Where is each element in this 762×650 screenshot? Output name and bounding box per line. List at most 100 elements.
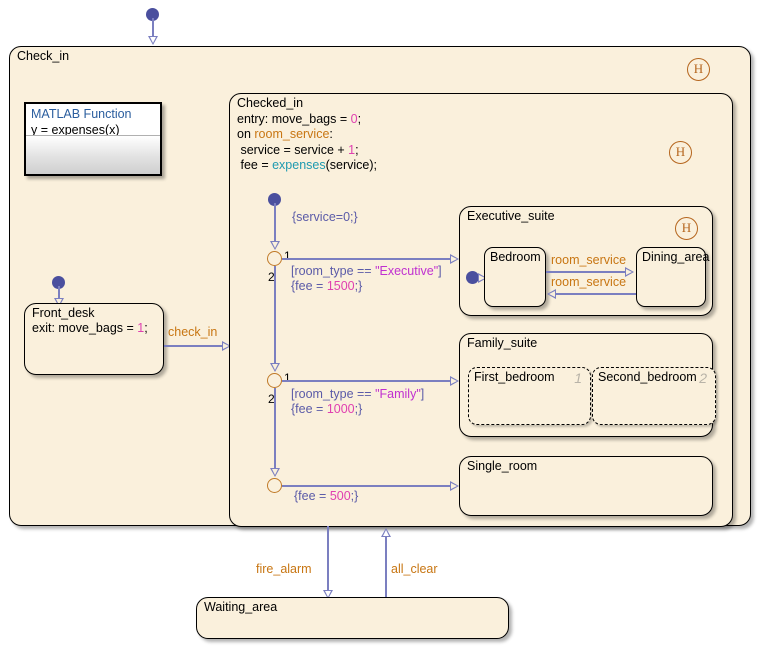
executive-action-value: 1500 xyxy=(326,279,355,293)
state-bedroom[interactable]: Bedroom xyxy=(484,247,546,307)
transition-line-fire-alarm[interactable] xyxy=(327,526,329,594)
state-single-room-label: Single_room xyxy=(467,459,538,473)
transition-line-family-to-single[interactable] xyxy=(274,388,276,472)
junction-family[interactable] xyxy=(267,373,282,388)
history-junction-executive-suite[interactable]: H xyxy=(675,217,698,240)
transition-line-executive-to-family[interactable] xyxy=(274,266,276,367)
state-checked-in-entry-suffix: ; xyxy=(357,111,362,126)
state-front-desk-action-suffix: ; xyxy=(144,321,148,335)
default-transition-dot-bedroom[interactable] xyxy=(466,271,479,284)
junction-single-room[interactable] xyxy=(267,478,282,493)
state-first-bedroom-label: First_bedroom xyxy=(474,370,555,384)
single-action-value: 500 xyxy=(329,489,351,503)
family-condition-pre: [room_type == xyxy=(291,387,376,401)
history-junction-checked-in[interactable]: H xyxy=(669,141,692,164)
transition-label-all-clear[interactable]: all_clear xyxy=(391,562,438,576)
state-bedroom-label: Bedroom xyxy=(490,250,541,264)
state-single-room[interactable]: Single_room xyxy=(459,456,713,516)
executive-condition-string: "Executive" xyxy=(375,264,439,278)
transition-label-single-room[interactable]: {fee = 500;} xyxy=(294,489,358,504)
matlab-function-body xyxy=(26,135,160,174)
state-front-desk-action-value: 1 xyxy=(137,321,145,335)
transition-label-default-action[interactable]: {service=0;} xyxy=(292,210,358,224)
transition-line-room-service-out[interactable] xyxy=(546,271,631,273)
family-action-post: ;} xyxy=(354,402,363,416)
transition-label-fire-alarm[interactable]: fire_alarm xyxy=(256,562,312,576)
state-front-desk-name: Front_desk xyxy=(32,306,95,320)
state-checked-in-line3-value: 1 xyxy=(348,142,356,157)
history-junction-check-in[interactable]: H xyxy=(687,58,710,81)
transition-arrowhead-single-junction xyxy=(269,468,280,477)
state-dining-area-label: Dining_area xyxy=(642,250,710,264)
single-action-pre: {fee = xyxy=(294,489,330,503)
state-executive-suite-label: Executive_suite xyxy=(467,209,555,223)
transition-arrowhead-single-room xyxy=(450,480,459,491)
executive-condition-post: ] xyxy=(438,264,442,278)
state-checked-in-on-prefix: on xyxy=(237,127,255,141)
transition-arrowhead-family-junction xyxy=(269,363,280,372)
transition-line-room-service-back[interactable] xyxy=(551,293,636,295)
matlab-function-block[interactable]: MATLAB Function y = expenses(x) xyxy=(24,102,162,176)
state-checked-in-line4-fn: expenses xyxy=(272,158,326,172)
state-dining-area[interactable]: Dining_area xyxy=(636,247,710,307)
transition-line-to-single-room[interactable] xyxy=(282,485,457,487)
transition-arrowhead-family-suite xyxy=(450,375,459,386)
state-waiting-area-label: Waiting_area xyxy=(204,600,278,614)
default-transition-line-checked-in[interactable] xyxy=(274,203,276,245)
transition-line-to-family-suite[interactable] xyxy=(282,380,457,382)
default-transition-arrowhead-check-in xyxy=(147,36,158,45)
state-second-bedroom[interactable]: Second_bedroom 2 xyxy=(592,367,716,425)
junction-executive-branch-2: 2 xyxy=(268,270,275,284)
executive-action-post: ;} xyxy=(354,279,363,293)
state-checked-in-entry-value: 0 xyxy=(350,111,358,126)
transition-line-all-clear[interactable] xyxy=(385,536,387,600)
default-transition-dot-front-desk[interactable] xyxy=(52,276,65,289)
junction-executive-branch-1: 1 xyxy=(284,249,291,263)
transition-arrowhead-fire-alarm xyxy=(322,590,333,599)
family-condition-string: "Family" xyxy=(375,387,421,401)
default-transition-line-check-in[interactable] xyxy=(152,18,154,38)
state-second-bedroom-index: 2 xyxy=(699,370,707,386)
transition-arrowhead-executive-suite xyxy=(450,253,459,264)
executive-action-pre: {fee = xyxy=(291,279,327,293)
state-first-bedroom[interactable]: First_bedroom 1 xyxy=(468,367,591,425)
transition-label-room-service-out[interactable]: room_service xyxy=(551,253,627,267)
state-checked-in-line3-suffix: ; xyxy=(355,142,359,157)
junction-family-branch-2: 2 xyxy=(268,392,275,406)
default-transition-arrowhead-checked-in xyxy=(269,241,280,250)
transition-arrowhead-check-in-event xyxy=(222,340,231,351)
state-waiting-area[interactable]: Waiting_area xyxy=(196,597,509,639)
state-checked-in-line4-prefix: fee = xyxy=(237,158,273,172)
family-condition-post: ] xyxy=(420,387,425,401)
state-checked-in-line3: service = service + xyxy=(237,142,349,157)
state-family-suite-label: Family_suite xyxy=(467,336,538,350)
transition-label-executive[interactable]: [room_type == "Executive"] {fee = 1500;} xyxy=(291,264,442,294)
default-transition-dot-check-in[interactable] xyxy=(146,8,159,21)
default-transition-arrowhead-bedroom xyxy=(478,272,487,283)
transition-arrowhead-room-service-out xyxy=(625,266,634,277)
transition-line-to-executive-suite[interactable] xyxy=(282,258,457,260)
transition-label-family[interactable]: [room_type == "Family"] {fee = 1000;} xyxy=(291,387,424,417)
family-action-value: 1000 xyxy=(326,402,355,416)
transition-arrowhead-room-service-back xyxy=(547,288,556,299)
matlab-function-signature: y = expenses(x) xyxy=(31,123,120,137)
state-front-desk-action-prefix: exit: move_bags = xyxy=(32,321,138,335)
transition-label-room-service-back[interactable]: room_service xyxy=(551,275,627,289)
default-transition-dot-checked-in[interactable] xyxy=(268,193,281,206)
junction-family-branch-1: 1 xyxy=(284,371,291,385)
state-checked-in-on-event: room_service xyxy=(254,127,330,141)
default-transition-arrowhead-front-desk xyxy=(53,298,64,307)
transition-label-check-in-event[interactable]: check_in xyxy=(168,325,218,339)
single-action-post: ;} xyxy=(350,489,359,503)
default-transition-line-front-desk[interactable] xyxy=(58,286,60,300)
junction-executive[interactable] xyxy=(267,251,282,266)
family-action-pre: {fee = xyxy=(291,402,327,416)
state-checked-in-on-suffix: : xyxy=(329,127,333,141)
executive-condition-pre: [room_type == xyxy=(291,264,376,278)
transition-line-check-in-event[interactable] xyxy=(164,345,229,347)
state-second-bedroom-label: Second_bedroom xyxy=(598,370,697,384)
